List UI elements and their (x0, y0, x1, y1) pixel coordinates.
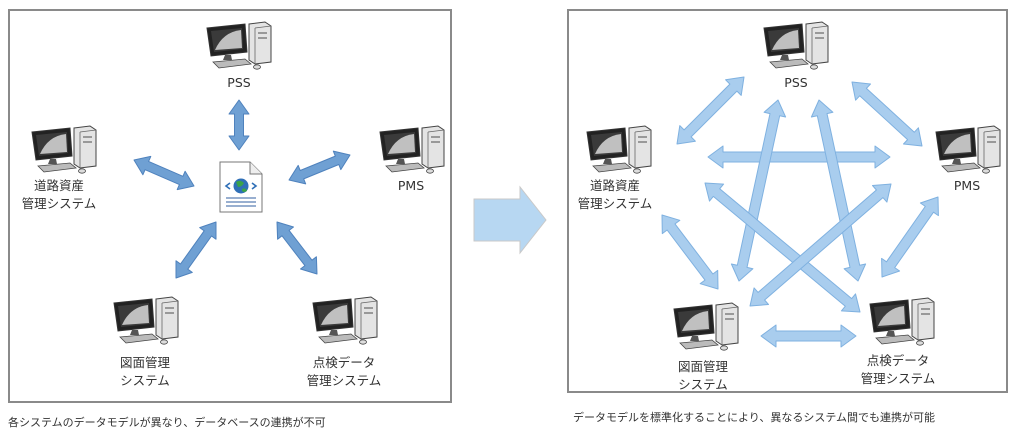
left-desktop-computer-icon-drawing (113, 296, 179, 345)
left-node-label-pss: PSS (227, 75, 251, 90)
right-arrow-pss-pms (851, 81, 923, 147)
right-arrow-drawing-inspection (760, 324, 857, 348)
right-node-label-pss: PSS (784, 75, 808, 90)
right-arrow-pss-inspection (810, 99, 867, 282)
right-desktop-computer-icon-road-asset (586, 125, 652, 174)
right-node-label-drawing: 図面管理システム (677, 359, 729, 392)
left-arrow-hub-drawing (175, 221, 217, 279)
right-arrow-road-drawing (661, 214, 719, 290)
left-arrow-hub-inspection (276, 221, 318, 275)
left-node-label-road-asset: 道路資産管理システム (21, 178, 97, 211)
right-arrow-road-inspection (704, 182, 861, 313)
caption-after: データモデルを標準化することにより、異なるシステム間でも連携が可能 (573, 411, 936, 424)
right-arrow-road-pms (707, 145, 891, 169)
right-desktop-computer-icon-pms (935, 125, 1001, 174)
right-node-label-inspection: 点検データ管理システム (860, 353, 936, 386)
right-desktop-computer-icon-drawing (673, 302, 739, 351)
left-node-label-drawing: 図面管理システム (119, 355, 171, 388)
left-desktop-computer-icon-pms (379, 125, 445, 174)
left-arrow-hub-pss (228, 99, 250, 151)
xml-document-globe-icon (219, 161, 263, 213)
left-arrow-hub-road-asset (133, 155, 195, 191)
left-node-label-pms: PMS (397, 178, 425, 193)
right-arrow-road-pss (676, 76, 745, 145)
right-arrow-icon (473, 185, 547, 255)
caption-before: 各システムのデータモデルが異なり、データベースの連携が不可 (8, 416, 326, 429)
left-node-label-inspection: 点検データ管理システム (306, 355, 382, 388)
right-arrow-pss-drawing (730, 99, 787, 282)
left-desktop-computer-icon-road-asset (31, 125, 97, 174)
right-desktop-computer-icon-pss (763, 21, 829, 70)
right-node-label-road-asset: 道路資産管理システム (577, 178, 653, 211)
right-arrow-pms-drawing (749, 183, 892, 307)
left-desktop-computer-icon-pss (206, 21, 272, 70)
right-desktop-computer-icon-inspection (869, 297, 935, 346)
right-arrow-pms-inspection (881, 196, 939, 278)
left-arrow-hub-pms (288, 150, 351, 185)
left-desktop-computer-icon-inspection (312, 296, 378, 345)
right-node-label-pms: PMS (953, 178, 981, 193)
